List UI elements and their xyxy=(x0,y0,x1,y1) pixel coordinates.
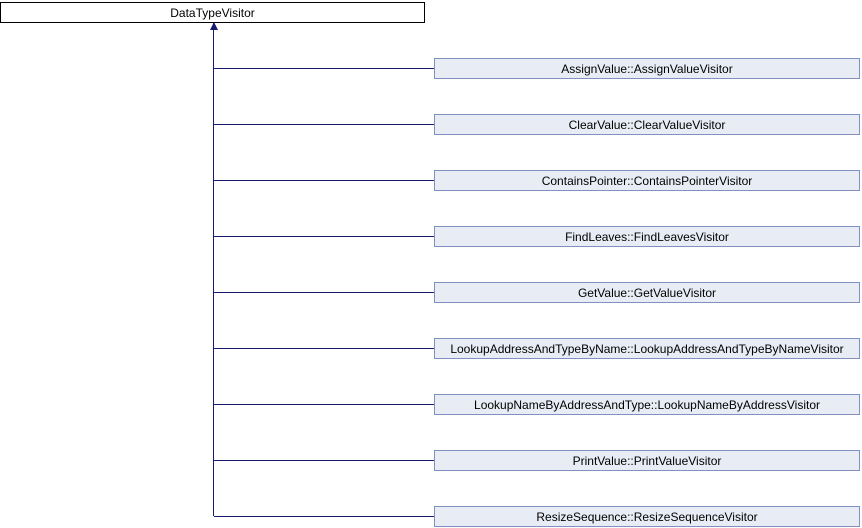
derived-class-node[interactable]: GetValue::GetValueVisitor xyxy=(434,282,860,303)
inheritance-branch-line xyxy=(214,180,434,181)
inheritance-branch-line xyxy=(214,516,434,517)
derived-class-label: PrintValue::PrintValueVisitor xyxy=(572,453,722,468)
derived-class-label: ClearValue::ClearValueVisitor xyxy=(568,117,726,132)
derived-class-label: LookupAddressAndTypeByName::LookupAddres… xyxy=(450,341,844,356)
derived-class-label: GetValue::GetValueVisitor xyxy=(577,285,717,300)
inheritance-arrow-icon xyxy=(210,22,218,30)
derived-class-node[interactable]: AssignValue::AssignValueVisitor xyxy=(434,58,860,79)
inheritance-branch-line xyxy=(214,292,434,293)
inheritance-branch-line xyxy=(214,124,434,125)
derived-class-node[interactable]: FindLeaves::FindLeavesVisitor xyxy=(434,226,860,247)
derived-class-label: FindLeaves::FindLeavesVisitor xyxy=(565,229,729,244)
inheritance-branch-line xyxy=(214,236,434,237)
base-class-node[interactable]: DataTypeVisitor xyxy=(0,2,425,23)
inheritance-branch-line xyxy=(214,460,434,461)
inheritance-branch-line xyxy=(214,68,434,69)
derived-class-label: AssignValue::AssignValueVisitor xyxy=(561,61,733,76)
base-class-label: DataTypeVisitor xyxy=(170,5,255,20)
inheritance-branch-line xyxy=(214,404,434,405)
derived-class-label: ContainsPointer::ContainsPointerVisitor xyxy=(541,173,753,188)
derived-class-node[interactable]: PrintValue::PrintValueVisitor xyxy=(434,450,860,471)
derived-class-node[interactable]: LookupAddressAndTypeByName::LookupAddres… xyxy=(434,338,860,359)
derived-class-node[interactable]: ClearValue::ClearValueVisitor xyxy=(434,114,860,135)
derived-class-node[interactable]: ResizeSequence::ResizeSequenceVisitor xyxy=(434,506,860,527)
derived-class-label: ResizeSequence::ResizeSequenceVisitor xyxy=(536,509,758,524)
inheritance-branch-line xyxy=(214,348,434,349)
derived-class-node[interactable]: LookupNameByAddressAndType::LookupNameBy… xyxy=(434,394,860,415)
derived-class-label: LookupNameByAddressAndType::LookupNameBy… xyxy=(474,397,820,412)
derived-class-node[interactable]: ContainsPointer::ContainsPointerVisitor xyxy=(434,170,860,191)
inheritance-trunk-line xyxy=(213,23,214,516)
